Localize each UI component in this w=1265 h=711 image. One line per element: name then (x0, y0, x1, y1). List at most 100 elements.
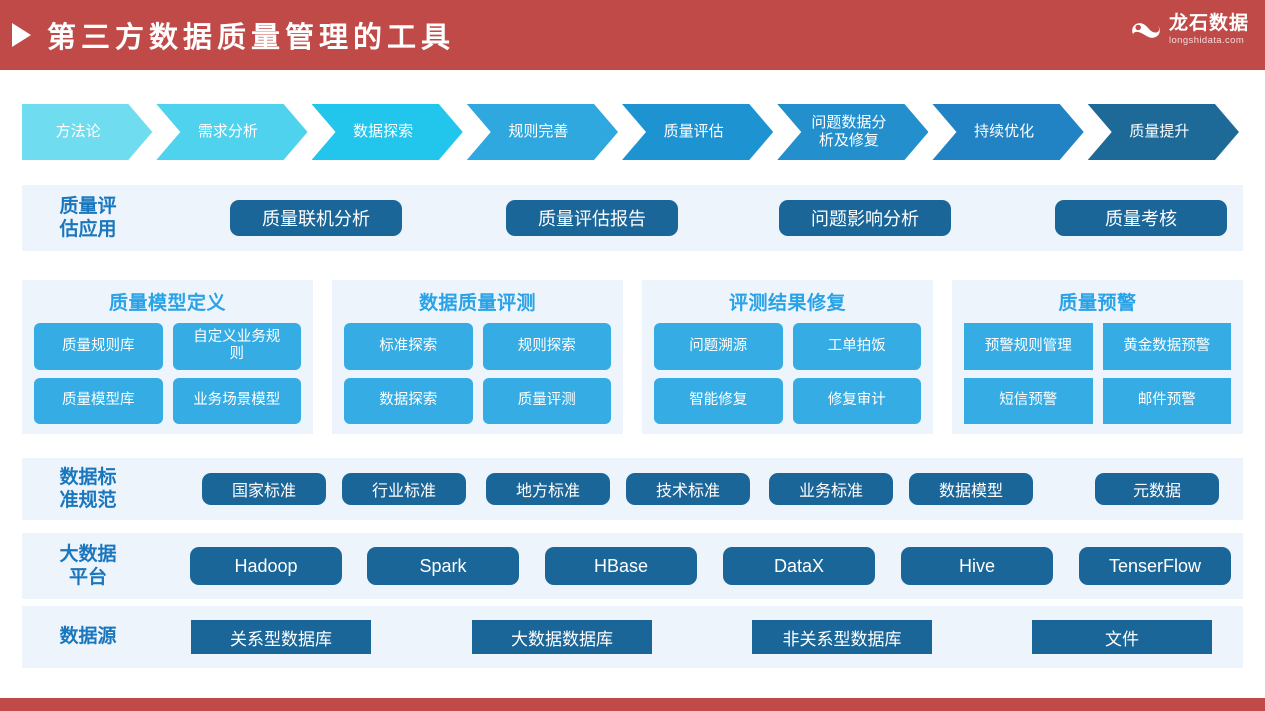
panel-tile-4-3[interactable]: 短信预警 (964, 377, 1093, 424)
panel-title: 评测结果修复 (728, 293, 846, 314)
panel-tile-3-3[interactable]: 智能修复 (654, 377, 783, 424)
data-standard-button-3[interactable]: 地方标准 (486, 473, 610, 505)
panel-tile-label: 问题溯源 (689, 337, 748, 354)
process-step-label: 质量评估 (663, 123, 724, 141)
process-step-4[interactable]: 规则完善 (467, 104, 618, 160)
process-step-label: 需求分析 (197, 123, 258, 141)
panel-tile-label: 业务场景模型 (193, 392, 281, 409)
process-step-6[interactable]: 问题数据分析及修复 (777, 104, 928, 160)
quality-app-button-label: 质量考核 (1105, 209, 1177, 229)
quality-apps-items: 质量联机分析 质量评估报告 问题影响分析 质量考核 (142, 185, 1243, 251)
panel-tile-2-4[interactable]: 质量评测 (482, 377, 611, 424)
data-source-row: 数据源 关系型数据库 大数据数据库 非关系型数据库 文件 (22, 606, 1243, 668)
brand-logo: 龙石数据 longshidata.com (1128, 14, 1249, 46)
process-step-1[interactable]: 方法论 (22, 104, 152, 160)
quality-evaluation-application-row: 质量评估应用 质量联机分析质量评估报告问题影响分析质量考核 (22, 185, 1243, 251)
process-step-8[interactable]: 质量提升 (1088, 104, 1239, 160)
bigdata-platform-button-label: DataX (773, 555, 825, 576)
data-standard-button-5[interactable]: 业务标准 (769, 473, 893, 505)
panel-tile-label: 规则探索 (517, 337, 576, 354)
panel-tile-4-4[interactable]: 邮件预警 (1102, 377, 1231, 424)
row-label-data-source: 数据源 (59, 626, 117, 648)
bigdata-platform-button-3[interactable]: HBase (545, 547, 697, 585)
process-step-label: 持续优化 (974, 123, 1035, 141)
panel-tile-1-2[interactable]: 自定义业务规则 (172, 323, 301, 370)
panel-tile-label: 自定义业务规则 (193, 328, 281, 363)
quality-app-button-4[interactable]: 质量考核 (1055, 200, 1227, 236)
data-standard-specification-row: 数据标准规范 国家标准 行业标准地方标准 技术标准 业务标准 数据模型 元数据 (22, 458, 1243, 520)
data-standard-button-6[interactable]: 数据模型 (909, 473, 1033, 505)
panel-tile-label: 标准探索 (379, 337, 438, 354)
panel-tile-label: 邮件预警 (1137, 392, 1196, 409)
capability-panels: 质量模型定义质量规则库 自定义业务规则质量模型库 业务场景模型 数据质量评测标准探索 规… (22, 280, 1243, 434)
data-standard-button-label: 业务标准 (798, 483, 863, 500)
quality-app-button-3[interactable]: 问题影响分析 (779, 200, 951, 236)
bigdata-platform-button-5[interactable]: Hive (901, 547, 1053, 585)
bigdata-platform-button-2[interactable]: Spark (367, 547, 519, 585)
data-standard-button-1[interactable]: 国家标准 (202, 473, 326, 505)
data-standard-button-label: 元数据 (1132, 483, 1181, 500)
panel-title: 质量模型定义 (108, 293, 226, 314)
quality-app-button-1[interactable]: 质量联机分析 (230, 200, 402, 236)
page-header: 第三方数据质量管理的工具 龙石数据 longshidata.com (0, 0, 1265, 70)
panel-tile-label: 黄金数据预警 (1123, 337, 1211, 354)
panel-tile-1-4[interactable]: 业务场景模型 (172, 377, 301, 424)
panel-tile-2-1[interactable]: 标准探索 (344, 323, 473, 370)
bigdata-platform-button-label: Hadoop (234, 555, 298, 576)
process-step-2[interactable]: 需求分析 (156, 104, 307, 160)
panel-tile-3-4[interactable]: 修复审计 (792, 377, 921, 424)
bigdata-platform-button-label: Spark (419, 555, 467, 576)
data-source-button-2[interactable]: 大数据数据库 (472, 620, 652, 654)
panel-tile-1-3[interactable]: 质量模型库 (34, 377, 163, 424)
panel-tile-label: 工单拍饭 (827, 337, 886, 354)
data-standard-button-label: 技术标准 (655, 483, 720, 500)
panel-tile-4-2[interactable]: 黄金数据预警 (1102, 323, 1231, 370)
bigdata-platform-items: Hadoop Spark HBase DataX Hive TenserFlow (142, 533, 1243, 599)
data-source-button-4[interactable]: 文件 (1032, 620, 1212, 654)
panel-tile-label: 数据探索 (379, 392, 438, 409)
data-standard-button-2[interactable]: 行业标准 (342, 473, 466, 505)
data-standard-button-4[interactable]: 技术标准 (626, 473, 750, 505)
process-steps: 方法论 需求分析 数据探索规则完善 质量评估 问题数据分析及修复 持续优化 质量提升 (22, 104, 1243, 160)
row-label-data-standards: 数据标准规范 (59, 466, 117, 511)
panel-tile-label: 短信预警 (999, 392, 1058, 409)
panel-tile-2-2[interactable]: 规则探索 (482, 323, 611, 370)
footer-bar (0, 698, 1265, 711)
data-standard-button-7[interactable]: 元数据 (1095, 473, 1219, 505)
process-step-3[interactable]: 数据探索 (312, 104, 463, 160)
data-source-button-label: 关系型数据库 (230, 629, 332, 649)
bigdata-platform-button-6[interactable]: TenserFlow (1079, 547, 1231, 585)
logo-text-cn: 龙石数据 (1168, 13, 1249, 34)
data-source-button-1[interactable]: 关系型数据库 (191, 620, 371, 654)
panel-tile-label: 质量规则库 (62, 337, 135, 354)
data-source-button-label: 文件 (1105, 629, 1139, 649)
process-step-label: 质量提升 (1129, 123, 1190, 141)
panel-title: 数据质量评测 (418, 293, 536, 314)
swirl-logo-icon (1132, 22, 1160, 38)
quality-app-button-2[interactable]: 质量评估报告 (506, 200, 678, 236)
page-title: 第三方数据质量管理的工具 (47, 22, 456, 54)
play-triangle-icon (12, 23, 31, 47)
quality-app-button-label: 质量评估报告 (538, 209, 646, 229)
bigdata-platform-button-label: Hive (958, 555, 995, 576)
panel-title: 质量预警 (1058, 293, 1137, 314)
panel-tile-label: 预警规则管理 (984, 337, 1072, 354)
bigdata-platform-button-label: HBase (593, 555, 649, 576)
process-step-7[interactable]: 持续优化 (932, 104, 1083, 160)
capability-panel-4: 质量预警预警规则管理 黄金数据预警短信预警 邮件预警 (952, 280, 1243, 434)
panel-tile-2-3[interactable]: 数据探索 (344, 377, 473, 424)
panel-tile-3-1[interactable]: 问题溯源 (654, 323, 783, 370)
data-source-button-3[interactable]: 非关系型数据库 (752, 620, 932, 654)
bigdata-platform-button-1[interactable]: Hadoop (190, 547, 342, 585)
data-source-button-label: 非关系型数据库 (782, 629, 902, 649)
data-standard-button-label: 国家标准 (231, 483, 296, 500)
bigdata-platform-button-4[interactable]: DataX (723, 547, 875, 585)
process-step-label: 方法论 (55, 123, 101, 141)
process-step-5[interactable]: 质量评估 (622, 104, 773, 160)
panel-tile-1-1[interactable]: 质量规则库 (34, 323, 163, 370)
panel-tile-3-2[interactable]: 工单拍饭 (792, 323, 921, 370)
panel-tile-label: 智能修复 (689, 392, 748, 409)
panel-tile-4-1[interactable]: 预警规则管理 (964, 323, 1093, 370)
capability-panel-1: 质量模型定义质量规则库 自定义业务规则质量模型库 业务场景模型 (22, 280, 313, 434)
